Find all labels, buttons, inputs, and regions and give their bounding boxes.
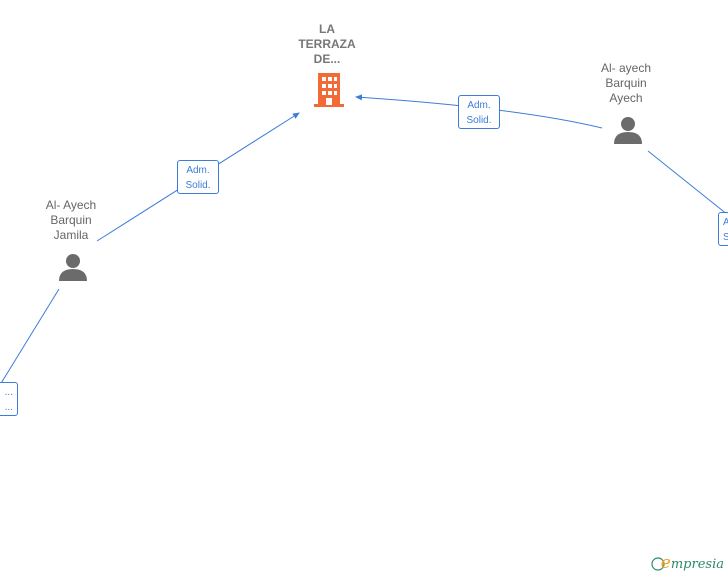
person-icon[interactable] — [59, 254, 87, 281]
person-label-jamila[interactable]: Al- Ayech Barquin Jamila — [45, 198, 97, 242]
edge-label-offscreen-left: ... ... — [0, 382, 18, 416]
edge-line-offscreen-right — [647, 150, 728, 216]
brand-name: mpresia — [670, 557, 724, 572]
edge-label-jamila-company: Adm. Solid. — [177, 160, 219, 194]
brand-initial: e — [660, 553, 671, 573]
edge-line-offscreen-left — [0, 288, 60, 386]
person-icon[interactable] — [614, 117, 642, 144]
company-label[interactable]: LA TERRAZA DE... — [298, 22, 356, 66]
brand-footer: © empresia — [647, 553, 724, 573]
edge-label-offscreen-right: A S — [718, 212, 728, 246]
person-label-ayech[interactable]: Al- ayech Barquin Ayech — [600, 61, 652, 105]
building-icon[interactable] — [314, 73, 344, 107]
edge-label-ayech-company: Adm. Solid. — [458, 95, 500, 129]
copyright-icon — [651, 557, 665, 571]
